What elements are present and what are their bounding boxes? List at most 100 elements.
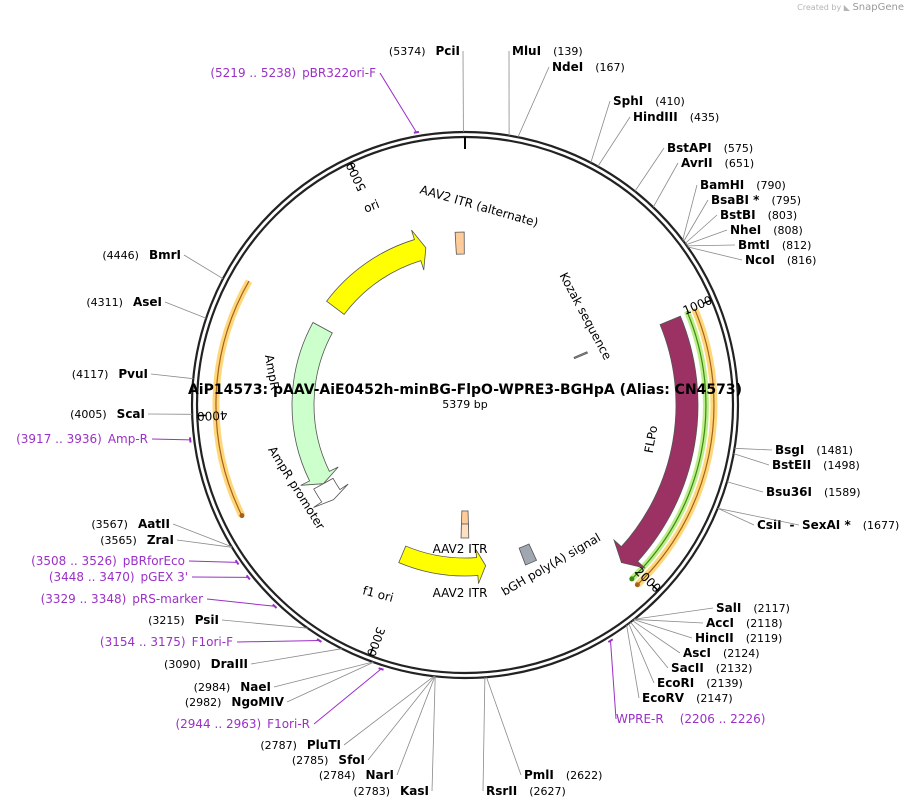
primer-pbrforeco: pBRforEco(3508 .. 3526) (31, 554, 185, 568)
enzyme-bmti-pos: (812) (782, 239, 812, 252)
label-layer: PciI(5374)MluI(139)NdeI(167)SphI(410)Hin… (16, 44, 899, 798)
feature-ampr-promoter (313, 477, 349, 508)
enzyme-bmri: BmrI (4446) (102, 248, 181, 262)
enzyme-pluti-leader (343, 675, 435, 746)
enzyme-bamhi-leader (682, 184, 698, 241)
enzyme-hindiii: HindIII(435) (633, 110, 719, 124)
feature-kozak-sequence (573, 351, 589, 360)
orf-flpo-line (636, 308, 715, 586)
enzyme-pmli-pos: (2622) (566, 769, 603, 782)
enzyme-pcii-name: PciI (436, 44, 461, 58)
enzyme-ecori-leader (628, 623, 655, 684)
enzyme-zrai-name: ZraI (147, 533, 174, 547)
primer-prs-marker-name: pRS-marker (132, 592, 203, 606)
enzyme-nari-pos: (2784) (319, 769, 356, 782)
enzyme-ecorv-name: EcoRV (642, 691, 685, 705)
enzyme-sfoi-name: SfoI (338, 753, 365, 767)
enzyme-ecori-name: EcoRI (657, 676, 694, 690)
enzyme-bamhi: BamHI(790) (700, 178, 786, 192)
snapgene-logo-icon: ◣ (843, 3, 850, 12)
enzyme-draiii-name: DraIII (211, 657, 248, 671)
plasmid-name: AiP14573: pAAV-AiE0452h-minBG-FlpO-WPRE3… (188, 382, 742, 398)
enzyme-sphi-pos: (410) (655, 95, 685, 108)
enzyme-ngomiv-name: NgoMIV (231, 695, 284, 709)
enzyme-pvui-name: PvuI (118, 367, 148, 381)
enzyme-hindiii-pos: (435) (690, 111, 720, 124)
enzyme-sali-pos: (2117) (753, 602, 790, 615)
csi-sexai-dash: - (790, 518, 795, 532)
enzyme-acci-name: AccI (706, 616, 734, 630)
enzyme-bsteii-leader (733, 453, 770, 466)
primer-pgex-3--mark (245, 574, 251, 581)
orf-amp-line (215, 280, 250, 516)
enzyme-pvui-leader (150, 373, 194, 380)
primer-wpre-r-leader (610, 640, 617, 720)
orf-flpo-tip (634, 582, 640, 588)
enzyme-bstbi-leader (684, 214, 718, 244)
feature-label-bgh-poly-a-signal: bGH poly(A) signal (499, 530, 603, 598)
enzyme-ncoi: NcoI(816) (745, 253, 816, 267)
enzyme-nhei: NheI(808) (730, 223, 803, 237)
enzyme-sacii-leader (630, 621, 669, 669)
enzyme-bsabi: BsaBI *(795) (711, 193, 801, 207)
enzyme-bmri-name: BmrI (149, 248, 181, 262)
enzyme-bstbi: BstBI (803) (720, 208, 797, 222)
enzyme-bamhi-pos: (790) (756, 179, 786, 192)
snapgene-watermark: Created by ◣ SnapGene (797, 2, 904, 13)
enzyme-sexai-leader (717, 507, 800, 526)
enzyme-rsrii: RsrII(2627) (486, 784, 566, 798)
primer-wpre-r-name: WPRE-R (616, 712, 664, 726)
enzyme-pluti: PluTI(2787) (260, 738, 341, 752)
enzyme-hincii-name: HincII (695, 631, 734, 645)
backbone-layer (190, 130, 740, 680)
enzyme-ndei-leader (517, 66, 550, 138)
primer-f1ori-r-mark (378, 667, 384, 671)
orf-flpo-inner-line (631, 310, 707, 580)
enzyme-asci-leader (632, 620, 681, 654)
feature-ori (326, 229, 427, 315)
primer-amp-r-range: (3917 .. 3936) (16, 432, 102, 446)
enzyme-bsabi-name: BsaBI * (711, 193, 760, 207)
enzyme-sexai: SexAI *(1677) (802, 518, 899, 532)
enzyme-sphi-name: SphI (613, 94, 643, 108)
enzyme-bstbi-name: BstBI (720, 208, 756, 222)
primer-prs-marker-leader (206, 598, 275, 607)
backbone-outer-circle (190, 130, 740, 680)
enzyme-acci: AccI(2118) (706, 616, 783, 630)
primer-pbr322ori-f-mark (413, 130, 420, 134)
primer-pgex-3--range: (3448 .. 3470) (49, 570, 135, 584)
enzyme-rsrii-name: RsrII (486, 784, 517, 798)
primer-f1ori-r-name: F1ori-R (267, 717, 310, 731)
enzyme-csii-name: CsiI (757, 518, 782, 532)
enzyme-ncoi-name: NcoI (745, 253, 775, 267)
tick-3000 (369, 646, 374, 656)
enzyme-naei-name: NaeI (240, 680, 271, 694)
primer-pgex-3-: pGEX 3' (3448 .. 3470) (49, 570, 188, 584)
enzyme-csii-leader (717, 507, 755, 526)
enzyme-mlui-name: MluI (512, 44, 541, 58)
enzyme-ecorv-leader (626, 624, 640, 699)
enzyme-acci-leader (633, 619, 704, 624)
enzyme-psii-name: PsiI (195, 613, 219, 627)
enzyme-draiii-leader (250, 648, 342, 665)
enzyme-bsabi-leader (683, 199, 709, 242)
enzyme-ncoi-leader (687, 246, 743, 261)
enzyme-nhei-name: NheI (730, 223, 761, 237)
enzyme-bstbi-pos: (803) (768, 209, 798, 222)
feature-bgh-poly-a-signal (518, 543, 538, 566)
primer-wpre-r-mark (607, 638, 614, 643)
enzyme-psii-leader (221, 619, 308, 629)
primer-f1ori-f-leader (236, 640, 320, 643)
enzyme-bmri-pos: (4446) (102, 249, 139, 262)
enzyme-hincii: HincII(2119) (695, 631, 782, 645)
enzyme-sphi-leader (590, 100, 611, 163)
enzyme-ecorv: EcoRV(2147) (642, 691, 733, 705)
enzyme-bstapi-name: BstAPI (667, 141, 712, 155)
enzyme-kasi-pos: (2783) (353, 785, 390, 798)
primer-amp-r: Amp-R(3917 .. 3936) (16, 432, 148, 446)
primer-f1ori-r-range: (2944 .. 2963) (175, 717, 261, 731)
primer-pgex-3--name: pGEX 3' (141, 570, 188, 584)
enzyme-ngomiv: NgoMIV(2982) (185, 695, 285, 709)
enzyme-sfoi: SfoI(2785) (292, 753, 365, 767)
